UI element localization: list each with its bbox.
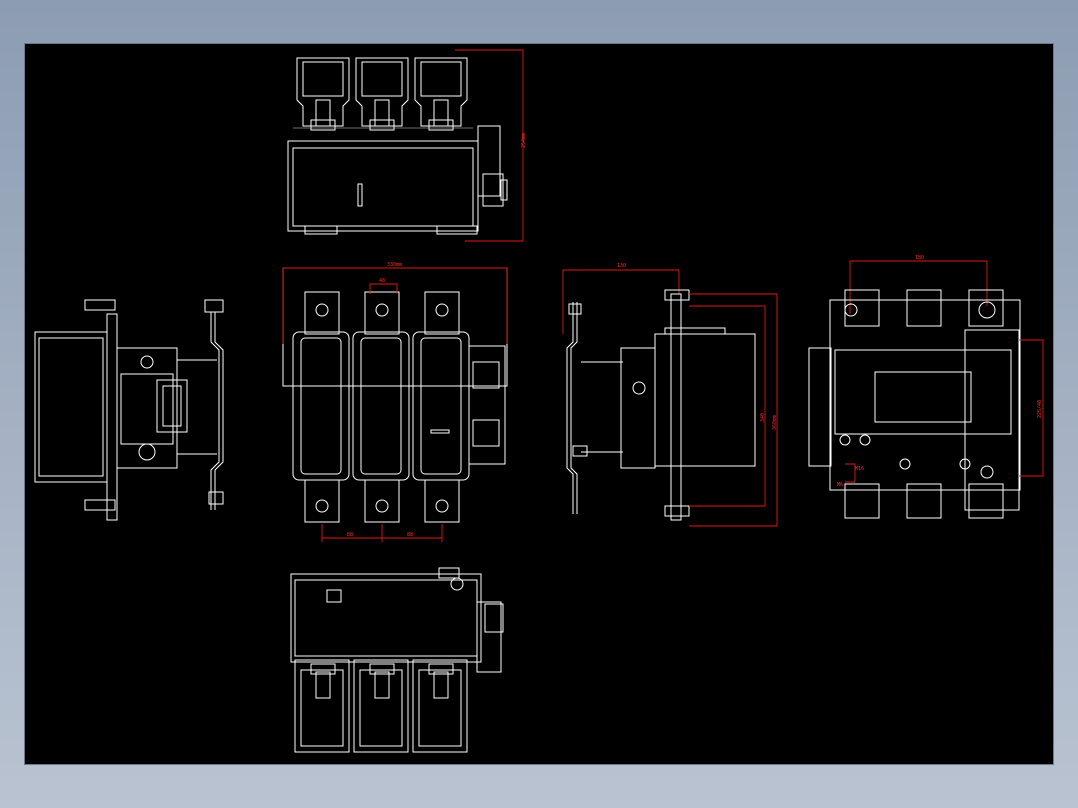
dim-front-width: 330mm — [387, 262, 402, 268]
dim-back-width: 180 — [915, 255, 924, 261]
dim-side-height-b: 360mm — [772, 415, 778, 430]
bottom-view — [290, 567, 504, 753]
top-view: 254mm — [287, 49, 527, 242]
dim-front-pole-width: 48 — [379, 278, 385, 284]
cad-drawing-canvas[interactable]: 254mm — [25, 44, 1053, 764]
dim-back-height: 225/40 — [1037, 400, 1043, 418]
dim-top-height: 254mm — [521, 133, 527, 148]
dim-front-pitch-right: 88 — [407, 532, 413, 538]
left-side-view — [34, 299, 224, 521]
dim-back-small-a: M6 — [837, 482, 843, 488]
dim-front-pitch-left: 88 — [347, 532, 353, 538]
dim-side-depth: 130 — [617, 263, 626, 269]
front-view: 330mm 48 88 88 — [282, 262, 508, 542]
dim-back-small-b: M16 — [855, 466, 864, 472]
right-side-view: 130 340 360mm — [562, 263, 778, 527]
drawing-svg: 254mm — [34, 49, 1044, 753]
back-view: 180 225/40 M6 M16 — [808, 255, 1044, 519]
dim-side-height-a: 340 — [760, 413, 766, 422]
